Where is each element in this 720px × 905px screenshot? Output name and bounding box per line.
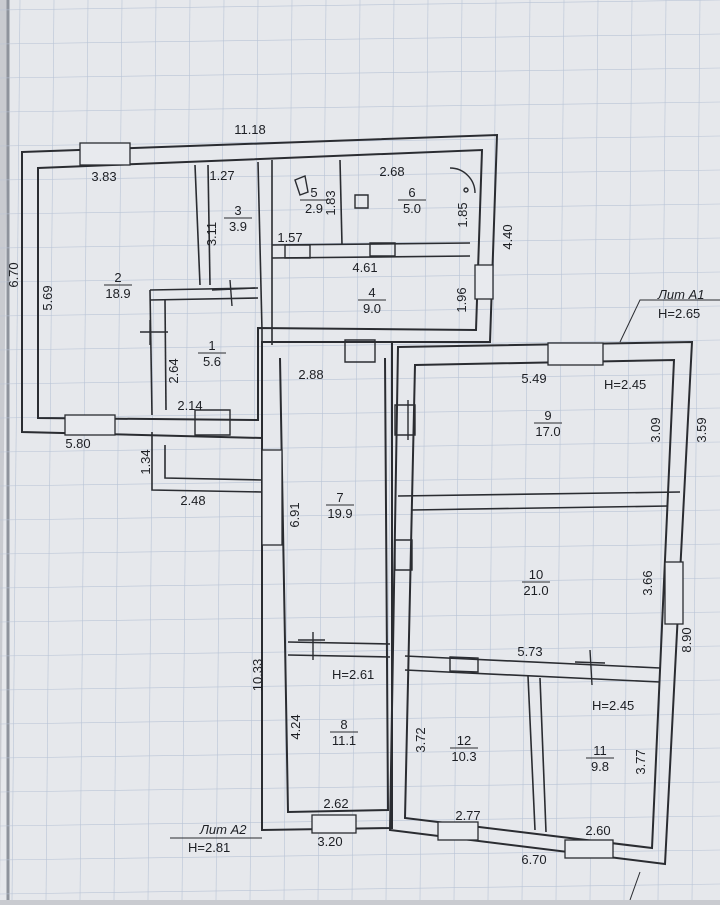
dim-r12-side: 3.72 [413,727,428,752]
dim-r9-side: 3.09 [648,417,663,442]
room-11-area: 9.8 [591,759,609,774]
lit-a1-height: H=2.65 [658,306,700,321]
room-2-number: 2 [114,270,121,285]
room-8-area: 11.1 [332,733,356,748]
room9-height: H=2.45 [604,377,646,392]
room-11-number: 11 [593,743,607,758]
room7-height: H=2.61 [332,667,374,682]
room-9-area: 17.0 [535,424,560,439]
room-6-number: 6 [408,185,415,200]
room-12-area: 10.3 [451,749,476,764]
dim-r3-side: 3.11 [204,222,219,246]
dim-r10-bottom: 5.73 [517,644,542,659]
dim-r5-bottom: 1.57 [277,230,302,245]
dim-r5-side: 1.83 [323,190,338,215]
room-7-number: 7 [336,490,343,505]
room-4-area: 9.0 [363,301,381,316]
leader-lines [170,299,720,901]
dim-r6-side: 1.85 [455,202,470,227]
dim-left-total: 6.70 [6,262,21,287]
room-3-area: 3.9 [229,219,247,234]
dim-porch-side: 1.34 [138,449,153,474]
dim-a1-total: 8.90 [679,627,694,652]
room-1-area: 5.6 [203,354,221,369]
dim-a2-bottom: 3.20 [317,834,342,849]
room-5-number: 5 [310,185,317,200]
dim-r4-side: 1.96 [454,287,469,312]
room-10-area: 21.0 [523,583,548,598]
dimension-labels: 11.186.703.835.691.273.111.832.681.854.4… [6,122,709,867]
room11-height: H=2.45 [592,698,634,713]
room-3-number: 3 [234,203,241,218]
dim-r1-bottom: 2.14 [177,398,202,413]
dim-r9-top: 5.49 [521,371,546,386]
room-labels: 15.6 218.9 33.9 49.0 52.9 65.0 719.9 811.1 917.0… [104,185,614,774]
porch-walls [151,432,263,493]
room-12-number: 12 [457,733,471,748]
dim-r2-left: 5.69 [40,285,55,310]
dim-r1-side: 2.64 [166,358,181,383]
room-2-area: 18.9 [105,286,130,301]
dim-r8-side: 4.24 [288,714,303,739]
room-10-number: 10 [529,567,543,582]
dim-r12-bottom: 2.77 [455,808,480,823]
dim-a1-right: 3.59 [694,417,709,442]
room-1-number: 1 [208,338,215,353]
room-9-number: 9 [544,408,551,423]
room-8-number: 8 [340,717,347,732]
windows [64,142,684,859]
dim-r11-side: 3.77 [633,749,648,774]
dim-r3-top: 1.27 [209,168,234,183]
doors [140,167,606,686]
dim-porch-bottom: 2.48 [180,493,205,508]
dim-r11-bottom: 2.60 [585,823,610,838]
lit-a2-height: H=2.81 [188,840,230,855]
dim-right-a: 4.40 [500,224,515,249]
dim-r4-top: 4.61 [352,260,377,275]
dim-a1-bottom: 6.70 [521,852,546,867]
dim-r2-top: 3.83 [91,169,116,184]
room-5-area: 2.9 [305,201,323,216]
lit-a2-name: Лит А2 [199,822,247,837]
dim-bottom-left: 5.80 [65,436,90,451]
dim-r7-side: 6.91 [287,502,302,527]
dim-r6-top: 2.68 [379,164,404,179]
room-4-number: 4 [368,285,375,300]
dim-top-total: 11.18 [234,122,266,137]
dim-r10-side: 3.66 [640,570,655,595]
dim-r7-top: 2.88 [298,367,323,382]
room-7-area: 19.9 [327,506,352,521]
dim-r8-bottom: 2.62 [323,796,348,811]
dim-a2-total: 10.33 [250,659,265,692]
lit-a1-name: Лит А1 [657,287,704,302]
room-6-area: 5.0 [403,201,421,216]
